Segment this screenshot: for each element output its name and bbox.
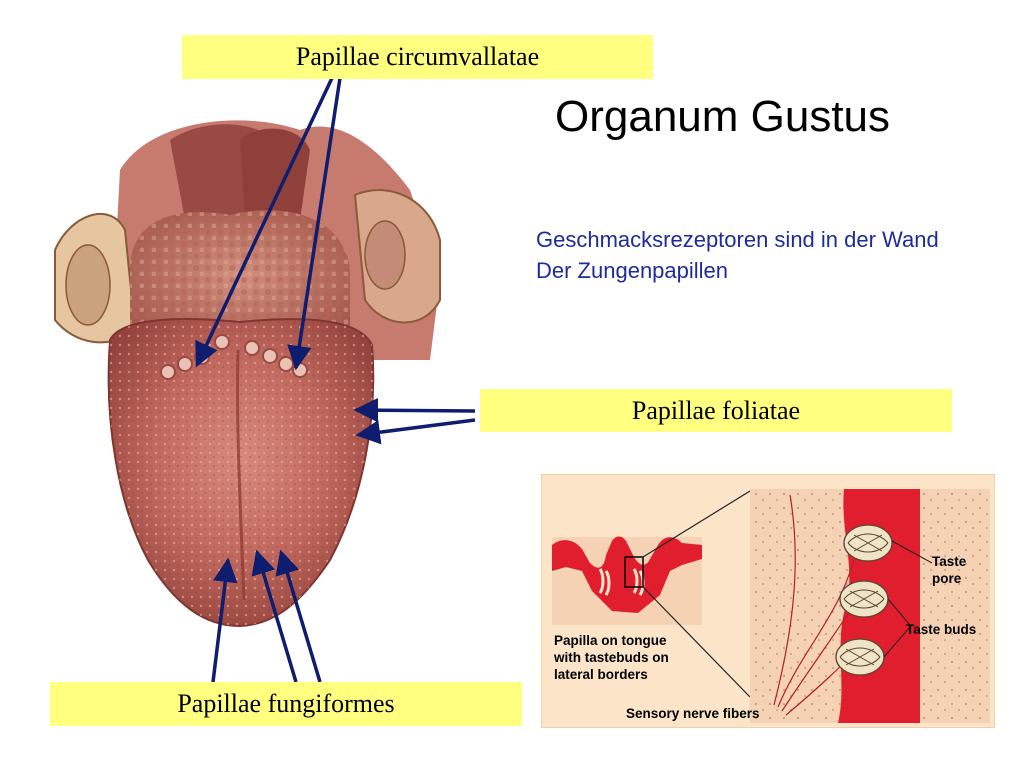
slide-subtitle: Geschmacksrezeptoren sind in der Wand De… — [536, 224, 939, 286]
label-papillae-circumvallatae-text: Papillae circumvallatae — [295, 42, 540, 71]
taste-pore-line-1: Taste — [932, 554, 967, 569]
tongue-body — [107, 318, 375, 628]
arrow-fungiformes-3 — [275, 549, 322, 683]
label-papillae-fungiformes: Papillae fungiformes — [50, 682, 522, 726]
taste-pore-line-2: pore — [932, 571, 962, 586]
label-papillae-foliatae: Papillae foliatae — [480, 389, 952, 432]
arrow-circumvallatae-left — [195, 77, 334, 368]
papilla-cross-section — [552, 536, 702, 625]
arrow-circumvallatae-right — [287, 77, 342, 371]
papilla-caption-line-2: with tastebuds on — [554, 650, 669, 665]
arrow-fungiformes-2 — [251, 549, 298, 683]
inset-taste-pore-label: Taste pore — [932, 553, 966, 587]
arrow-foliatae-upper — [353, 397, 476, 423]
arrow-fungiformes-1 — [211, 557, 238, 683]
taste-bud-2 — [839, 580, 889, 618]
papilla-caption-line-1: Papilla on tongue — [554, 633, 667, 648]
inset-taste-buds-label: Taste buds — [906, 622, 977, 637]
taste-bud-inset-diagram: Taste pore Taste buds Papilla on tongue … — [541, 474, 995, 728]
slide-title: Organum Gustus — [555, 92, 891, 141]
label-papillae-circumvallatae: Papillae circumvallatae — [182, 35, 653, 79]
arrows — [195, 77, 476, 683]
papilla-caption-line-3: lateral borders — [554, 667, 648, 682]
subtitle-line-2: Der Zungenpapillen — [536, 258, 729, 283]
taste-bud-3 — [835, 638, 885, 676]
inset-papilla-caption: Papilla on tongue with tastebuds on late… — [554, 632, 669, 683]
enlarged-taste-bud-view — [750, 489, 990, 723]
taste-bud-inset-svg — [552, 489, 990, 723]
subtitle-line-1: Geschmacksrezeptoren sind in der Wand — [536, 227, 939, 252]
inset-sensory-nerve-fibers-label: Sensory nerve fibers — [626, 706, 760, 721]
label-papillae-foliatae-text: Papillae foliatae — [631, 395, 801, 425]
taste-bud-1 — [843, 524, 893, 562]
label-papillae-fungiformes-text: Papillae fungiformes — [177, 689, 395, 718]
arrow-foliatae-lower — [355, 418, 476, 445]
